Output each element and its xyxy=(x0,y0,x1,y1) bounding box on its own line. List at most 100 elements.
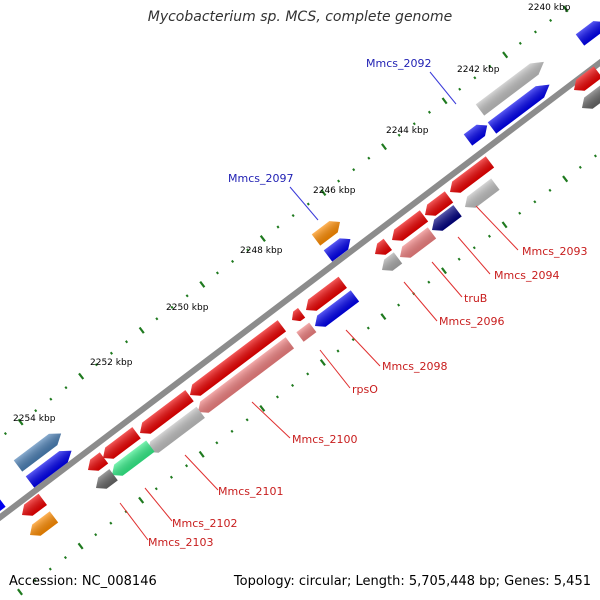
minor-tick xyxy=(306,372,310,376)
gene-feature[interactable] xyxy=(575,16,600,46)
gene-feature[interactable] xyxy=(26,511,59,540)
reverse-strand-genes xyxy=(0,66,600,540)
minor-tick xyxy=(472,246,476,250)
minor-tick xyxy=(109,351,113,355)
major-tick xyxy=(562,5,569,13)
tick-label-2250: 2250 kbp xyxy=(166,303,209,313)
gene-feature[interactable] xyxy=(108,440,155,481)
gene-feature[interactable] xyxy=(323,234,355,262)
minor-tick xyxy=(230,429,234,433)
gene-feature[interactable] xyxy=(578,84,600,113)
minor-tick xyxy=(291,383,295,388)
gene-feature[interactable] xyxy=(311,290,360,331)
gene-feature[interactable] xyxy=(378,252,403,275)
minor-tick xyxy=(397,303,401,307)
gene-feature[interactable] xyxy=(421,191,454,220)
minor-tick xyxy=(518,211,522,215)
leader-line-mmcs-2092 xyxy=(429,71,457,105)
major-tick xyxy=(138,496,145,504)
gene-feature[interactable] xyxy=(371,238,392,260)
gene-feature[interactable] xyxy=(388,210,429,245)
leader-line-rpso xyxy=(319,349,351,389)
minor-tick xyxy=(64,386,68,390)
minor-tick xyxy=(337,179,341,183)
tick-label-2242: 2242 kbp xyxy=(457,65,500,75)
gene-feature[interactable] xyxy=(186,320,287,400)
gene-feature[interactable] xyxy=(428,205,462,235)
minor-tick xyxy=(94,533,98,537)
gene-feature[interactable] xyxy=(463,120,492,146)
minor-tick xyxy=(245,418,249,422)
gene-feature[interactable] xyxy=(446,156,495,197)
minor-tick xyxy=(488,64,492,68)
minor-tick xyxy=(275,395,279,399)
gene-label-mmcs-2097[interactable]: Mmcs_2097 xyxy=(228,172,293,185)
gene-feature[interactable] xyxy=(25,445,76,488)
gene-feature[interactable] xyxy=(13,428,66,472)
gene-feature[interactable] xyxy=(0,497,6,513)
minor-tick xyxy=(397,133,401,137)
gene-feature[interactable] xyxy=(570,66,600,95)
minor-tick xyxy=(155,317,159,321)
forward-strand-genes xyxy=(13,16,600,488)
minor-tick xyxy=(63,555,67,560)
gene-label-mmcs-2094[interactable]: Mmcs_2094 xyxy=(494,269,559,282)
major-tick xyxy=(138,326,145,334)
gene-label-mmcs-2096[interactable]: Mmcs_2096 xyxy=(439,315,504,328)
gene-label-mmcs-2092[interactable]: Mmcs_2092 xyxy=(366,57,431,70)
gene-feature[interactable] xyxy=(84,452,109,475)
gene-label-mmcs-2100[interactable]: Mmcs_2100 xyxy=(292,433,357,446)
leader-line-trub xyxy=(431,261,463,298)
minor-tick xyxy=(185,464,189,468)
major-tick xyxy=(501,221,508,229)
minor-tick xyxy=(3,431,7,436)
gene-feature[interactable] xyxy=(288,307,306,325)
tick-label-2248: 2248 kbp xyxy=(240,246,283,256)
leader-line-mmcs-2101 xyxy=(184,454,219,491)
gene-label-mmcs-2102[interactable]: Mmcs_2102 xyxy=(172,517,237,530)
gene-feature[interactable] xyxy=(92,469,118,493)
gene-label-mmcs-2101[interactable]: Mmcs_2101 xyxy=(218,485,283,498)
gene-feature[interactable] xyxy=(18,493,47,521)
gene-feature[interactable] xyxy=(99,427,141,463)
gene-label-mmcs-2103[interactable]: Mmcs_2103 xyxy=(148,536,213,549)
major-tick xyxy=(441,267,447,275)
minor-tick xyxy=(593,154,597,158)
gene-feature[interactable] xyxy=(136,390,194,438)
gene-label-mmcs-2098[interactable]: Mmcs_2098 xyxy=(382,360,447,373)
gene-label-trub[interactable]: truB xyxy=(464,292,487,305)
gene-feature[interactable] xyxy=(311,216,344,246)
major-tick xyxy=(259,235,266,242)
minor-tick xyxy=(533,200,537,204)
minor-tick xyxy=(366,326,370,330)
major-tick xyxy=(199,280,206,288)
tick-labels: 2240 kbp 2242 kbp 2244 kbp 2246 kbp 2248… xyxy=(13,3,571,424)
leader-line-mmcs-2102 xyxy=(144,487,173,522)
minor-ticks xyxy=(3,18,597,583)
gene-label-mmcs-2093[interactable]: Mmcs_2093 xyxy=(522,245,587,258)
minor-tick xyxy=(154,487,158,491)
leader-line-mmcs-2097 xyxy=(289,186,319,221)
leader-line-mmcs-2096 xyxy=(403,281,438,322)
gene-feature[interactable] xyxy=(296,322,317,342)
gene-feature[interactable] xyxy=(487,79,554,134)
minor-tick xyxy=(276,225,280,229)
topology-summary-text: Topology: circular; Length: 5,705,448 bp… xyxy=(233,574,591,589)
accession-text: Accession: NC_008146 xyxy=(9,574,157,589)
gene-label-rpso[interactable]: rpsO xyxy=(352,383,378,396)
leader-line-mmcs-2098 xyxy=(345,329,381,367)
gene-feature[interactable] xyxy=(461,178,500,213)
gene-feature[interactable] xyxy=(194,337,295,417)
minor-tick xyxy=(457,257,461,261)
minor-tick xyxy=(94,363,98,367)
gene-feature[interactable] xyxy=(144,406,205,458)
gene-feature[interactable] xyxy=(396,227,437,262)
gene-feature[interactable] xyxy=(302,276,347,316)
major-tick xyxy=(17,588,23,596)
minor-tick xyxy=(231,259,235,264)
minor-tick xyxy=(336,349,340,353)
gene-feature[interactable] xyxy=(475,56,548,116)
minor-tick xyxy=(49,397,53,401)
minor-tick xyxy=(215,441,219,445)
